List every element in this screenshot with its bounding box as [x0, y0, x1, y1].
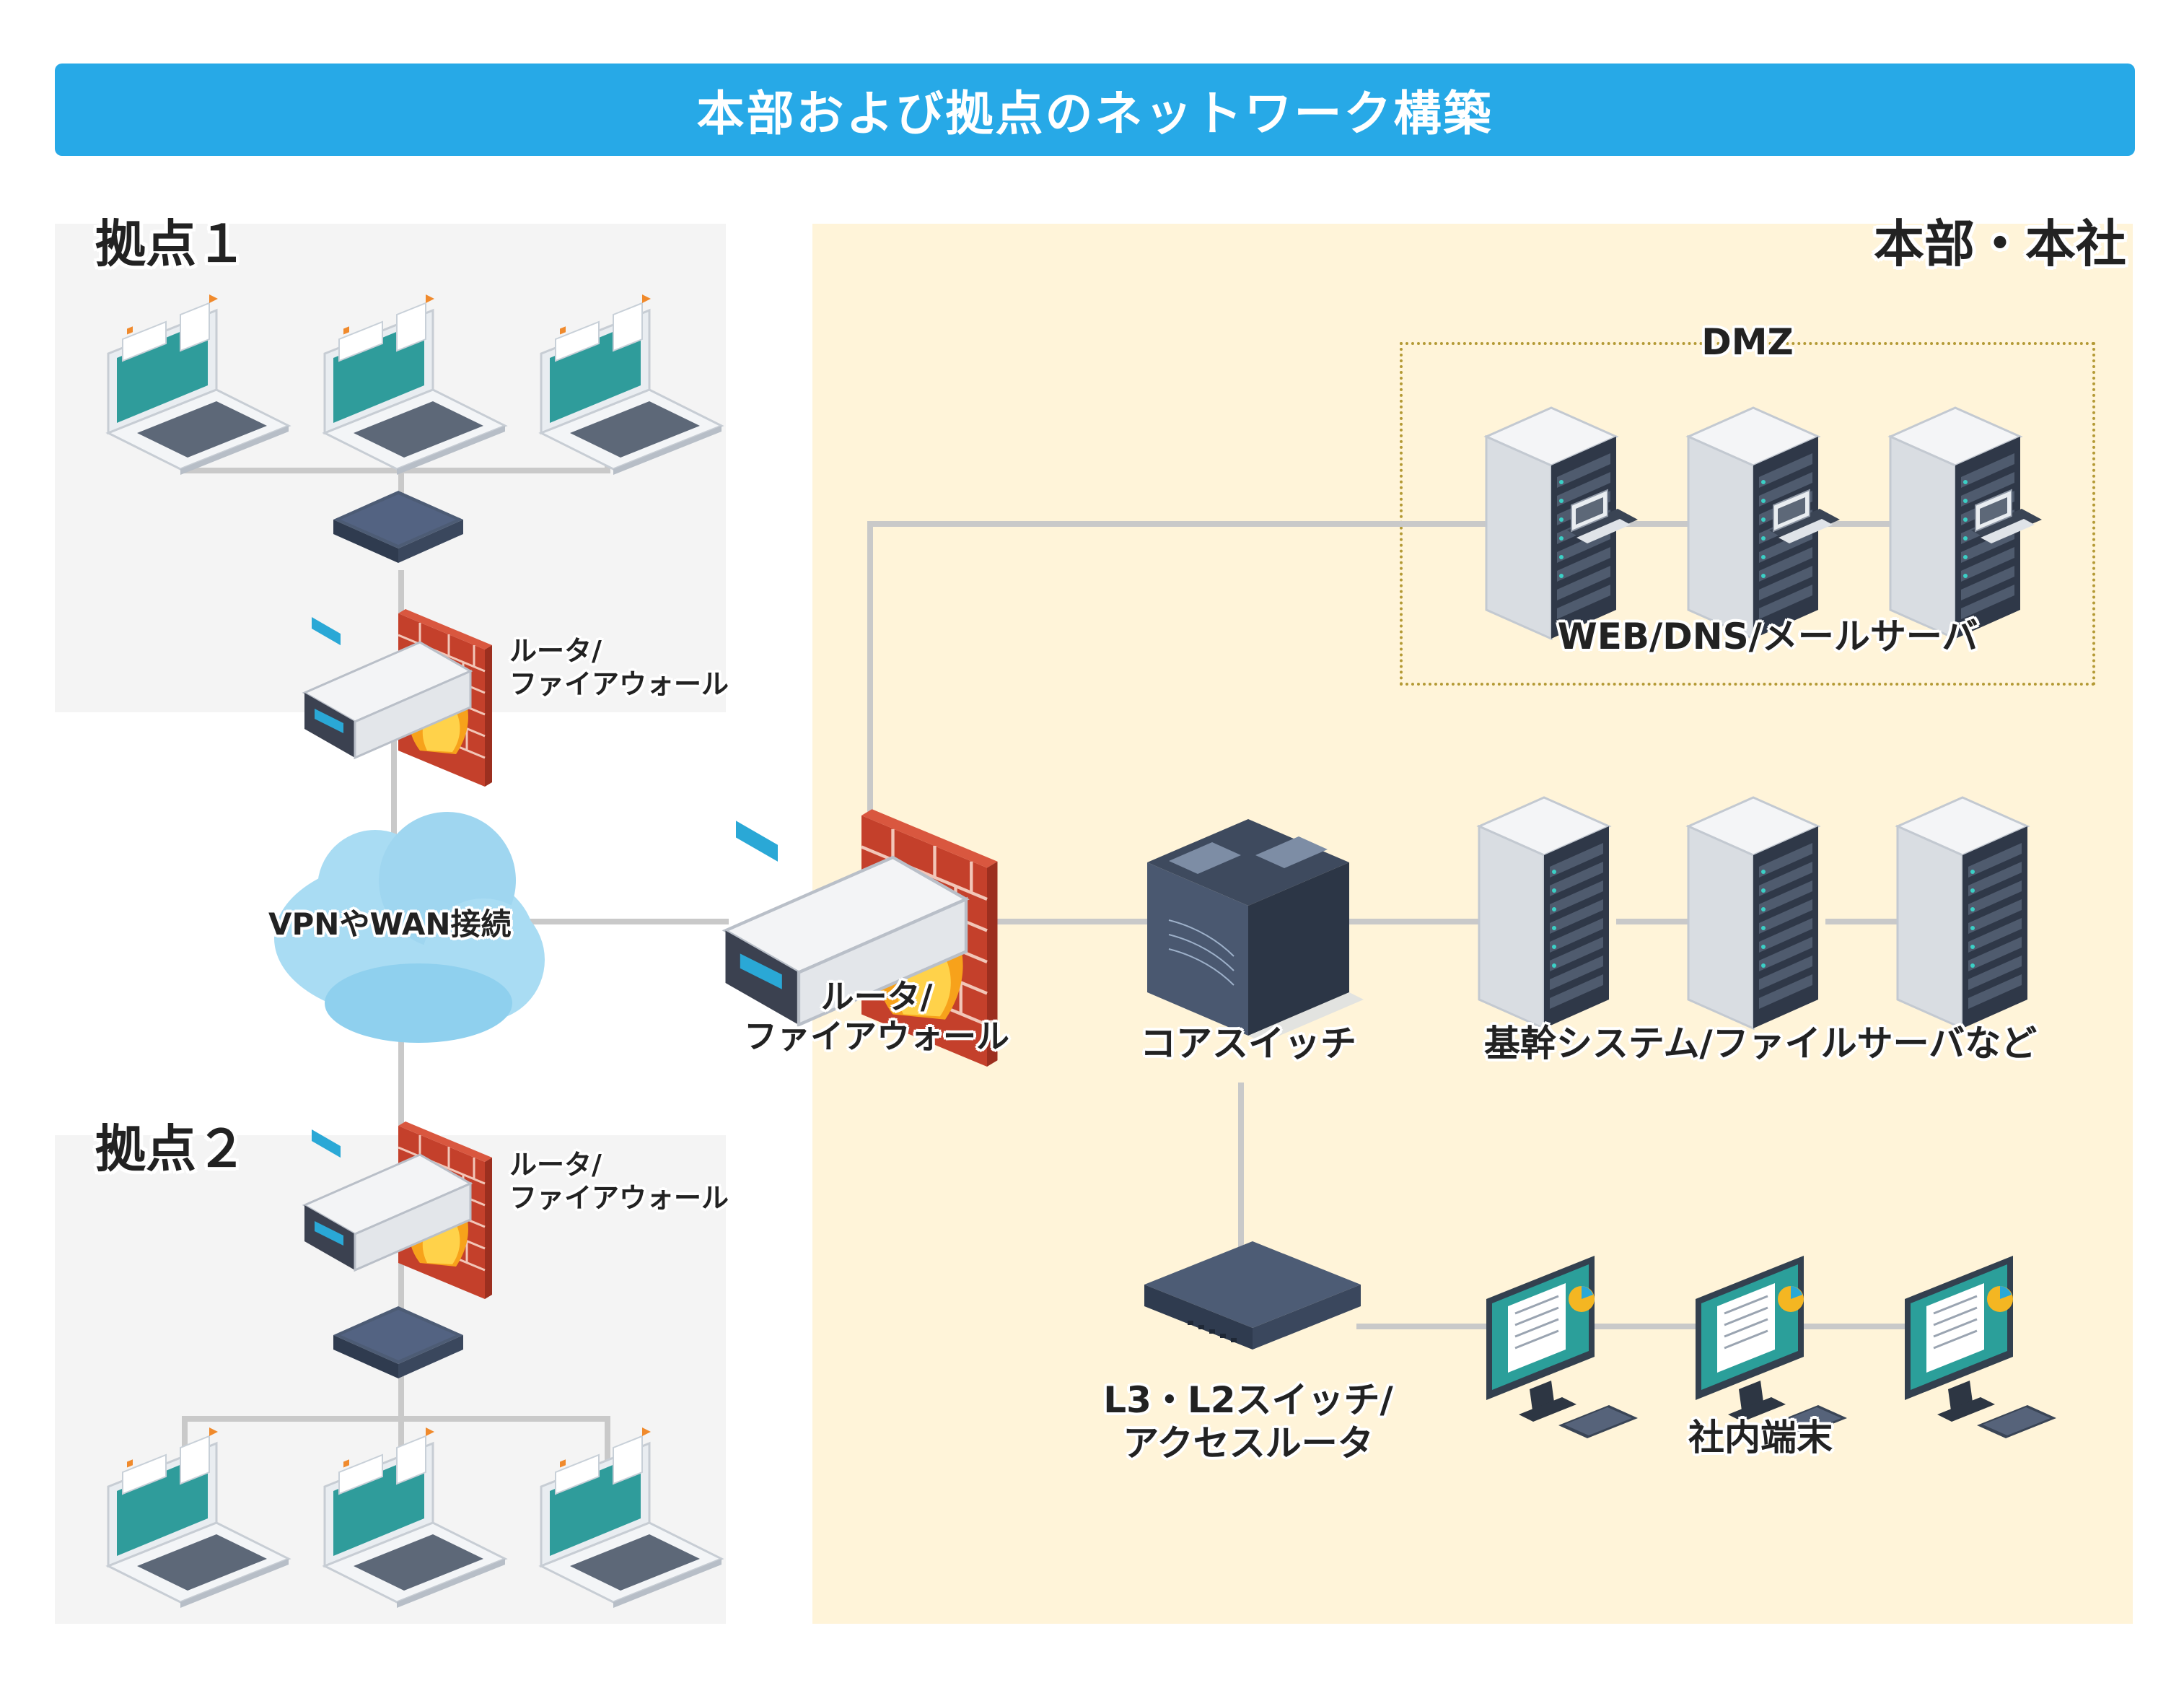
zone-dmz — [1400, 342, 2095, 686]
zone-label-hq: 本部・本社 — [1874, 214, 2126, 274]
site2-laptop-1 — [107, 1426, 290, 1609]
core-switch — [1146, 818, 1364, 1044]
dmz-server-2 — [1688, 408, 1840, 639]
site2-laptop-3 — [540, 1426, 723, 1609]
terminals-label: 社内端末 — [1688, 1417, 1833, 1459]
zone-label-dmz: DMZ — [1701, 321, 1794, 363]
core-switch-label: コアスイッチ — [1140, 1023, 1356, 1064]
hq-router-label: ルータ/ ファイアウォール — [744, 977, 1009, 1057]
site1-router-label: ルータ/ ファイアウォール — [509, 635, 729, 700]
terminal-3 — [1903, 1254, 2058, 1440]
site1-laptop-2 — [323, 293, 506, 476]
zone-label-site1: 拠点１ — [95, 214, 247, 274]
site1-laptop-1 — [107, 293, 290, 476]
zone-label-site2: 拠点２ — [95, 1119, 247, 1178]
core-server-3 — [1896, 796, 2029, 1030]
core-servers-label: 基幹システム/ファイルサーバなど — [1483, 1023, 2038, 1064]
site1-switch — [333, 491, 463, 563]
l3-switch — [1144, 1241, 1361, 1350]
site2-switch — [333, 1306, 463, 1378]
l3-switch-label: L3・L2スイッチ/ アクセスルータ — [1103, 1379, 1393, 1464]
core-server-2 — [1687, 796, 1820, 1030]
site1-laptop-3 — [540, 293, 723, 476]
page-title: 本部および拠点のネットワーク構築 — [696, 86, 1494, 141]
terminal-1 — [1485, 1254, 1639, 1440]
site1-firewall — [303, 608, 494, 788]
site2-router-label: ルータ/ ファイアウォール — [509, 1149, 729, 1214]
dmz-server-1 — [1486, 408, 1638, 639]
core-server-1 — [1478, 796, 1610, 1030]
vpn-label: VPNやWAN接続 — [268, 906, 512, 942]
title-bar: 本部および拠点のネットワーク構築 — [55, 64, 2135, 156]
dmz-servers-label: WEB/DNS/メールサーバ — [1557, 616, 1978, 657]
dmz-server-3 — [1890, 408, 2042, 639]
site2-laptop-2 — [323, 1426, 506, 1609]
terminal-2 — [1694, 1254, 1848, 1440]
